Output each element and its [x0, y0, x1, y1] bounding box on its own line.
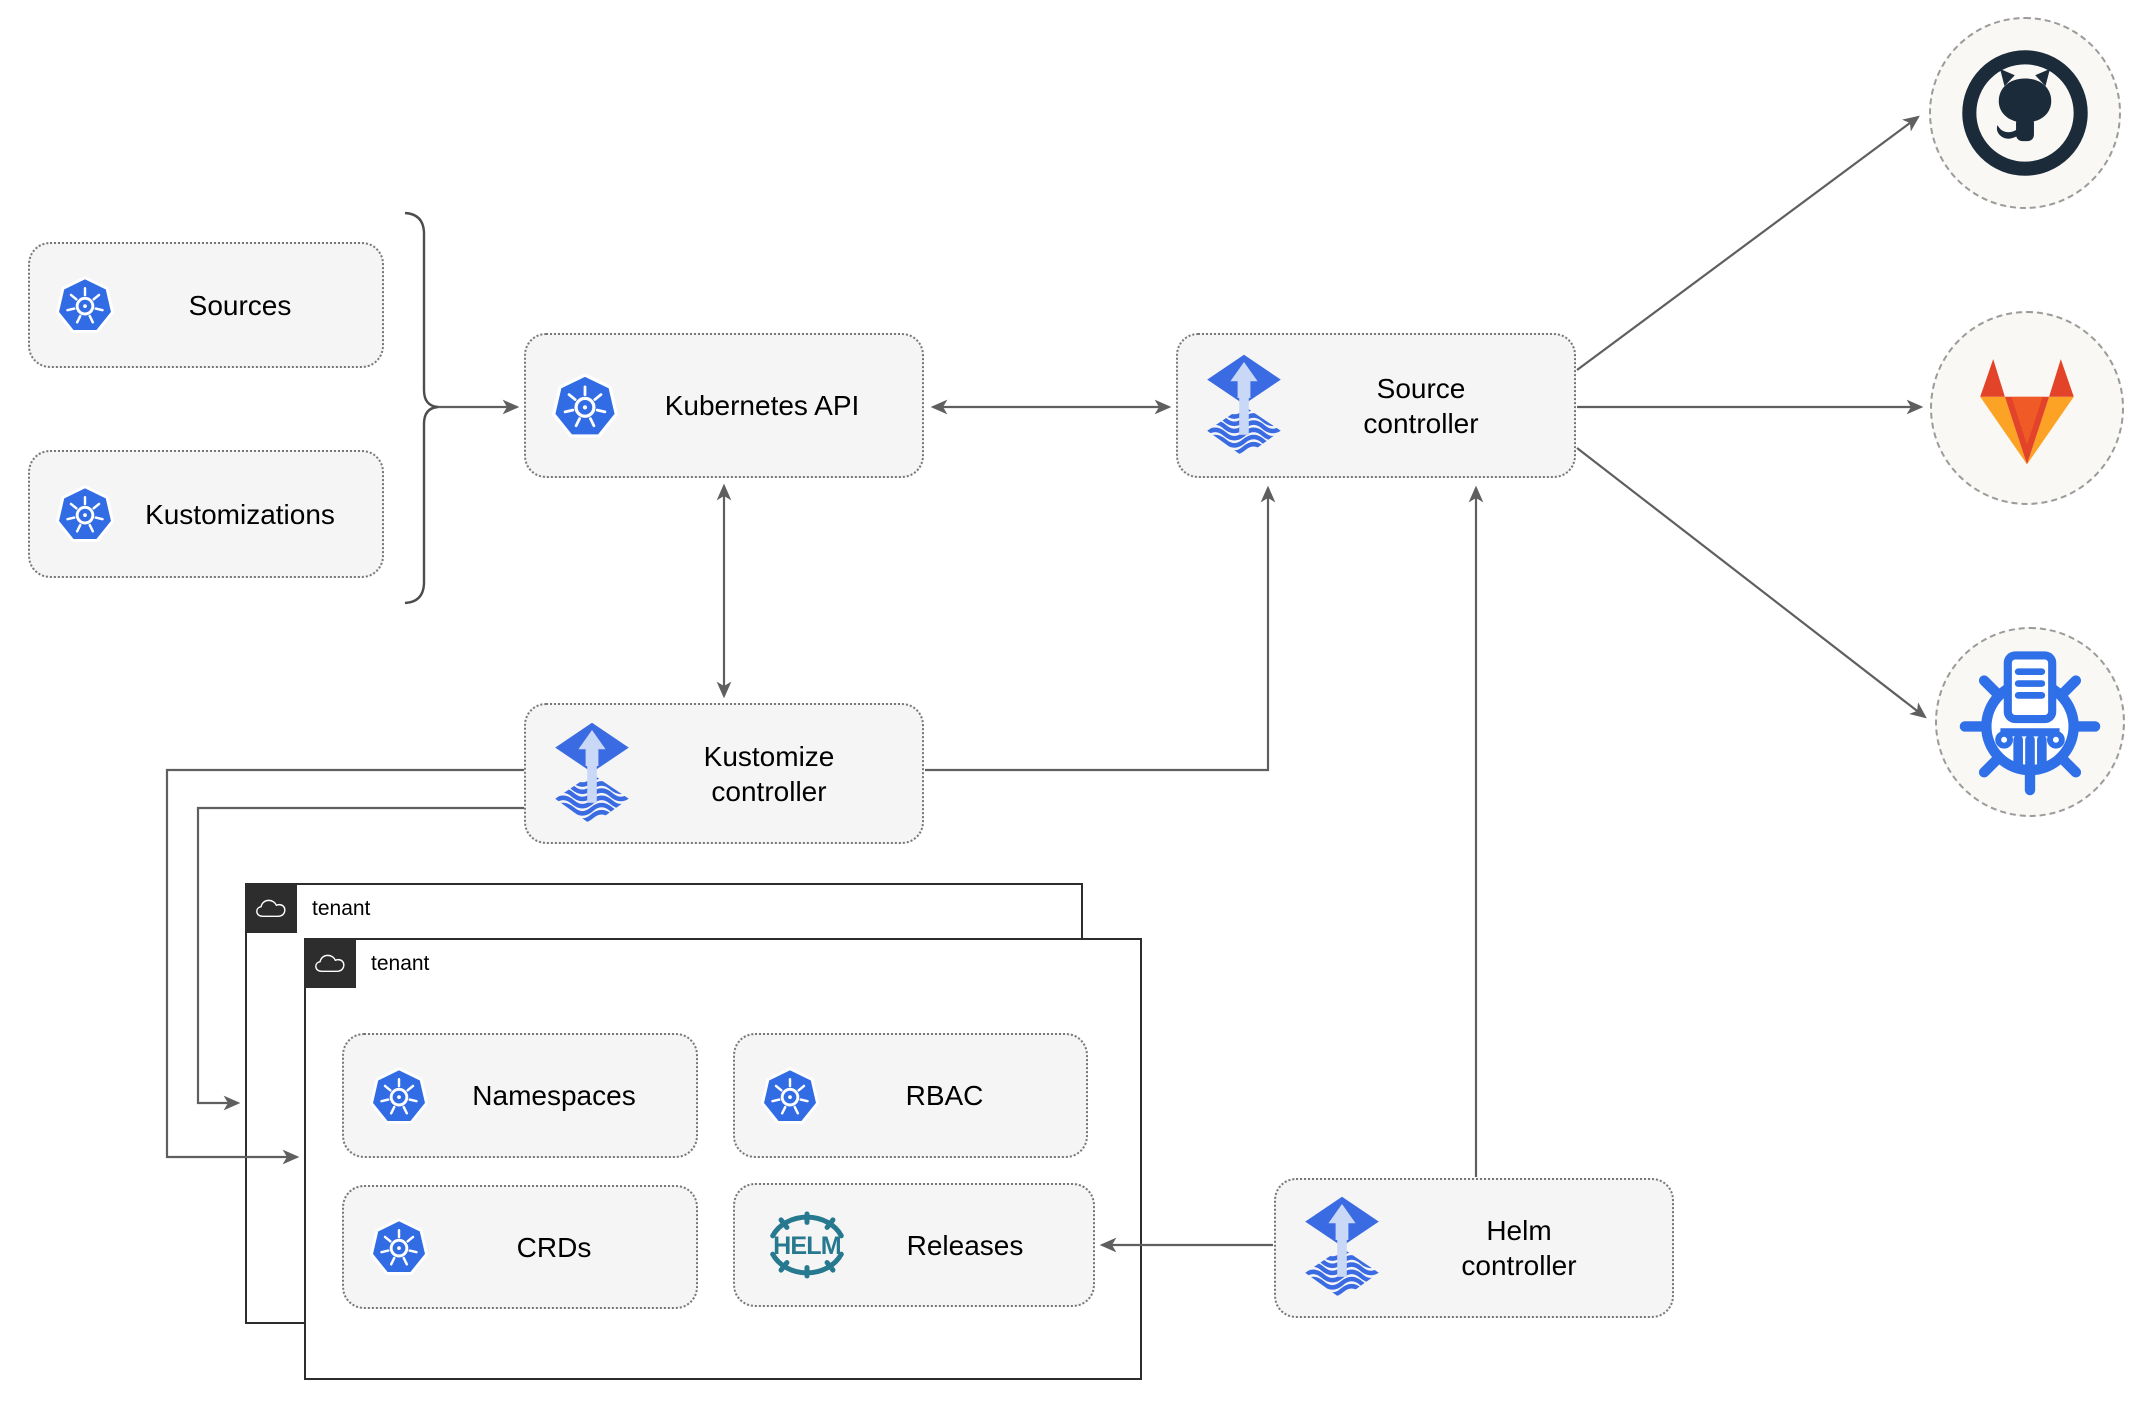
kubernetes-icon: [56, 485, 114, 543]
flux-icon: [1302, 1195, 1382, 1301]
node-kustomizations: Kustomizations: [28, 450, 384, 578]
node-kubernetes-api: Kubernetes API: [524, 333, 924, 478]
node-source-controller: Source controller: [1176, 333, 1576, 478]
tenant-label: tenant: [371, 952, 430, 975]
tenant-label: tenant: [312, 897, 371, 920]
tenant-box-front: tenant: [304, 938, 1142, 1380]
cloud-icon: [304, 938, 356, 988]
kubernetes-icon: [56, 276, 114, 334]
node-label: Releases: [906, 1229, 1024, 1261]
node-kustomize-controller: Kustomize controller: [524, 703, 924, 844]
node-label: RBAC: [905, 1080, 984, 1111]
gitlab-circle: [1930, 311, 2124, 505]
node-label: Helm controller: [1461, 1215, 1577, 1281]
node-sources: Sources: [28, 242, 384, 368]
node-label: Kustomizations: [145, 498, 335, 530]
node-rbac: RBAC: [733, 1033, 1088, 1158]
node-label: CRDs: [516, 1231, 592, 1263]
node-label: Kustomize controller: [703, 740, 835, 807]
node-namespaces: Namespaces: [342, 1033, 698, 1158]
node-label: Source controller: [1363, 372, 1479, 439]
helm-icon: HELM: [770, 1211, 844, 1279]
edge-sourcecontroller-to-github: [1576, 115, 1920, 371]
node-label: Namespaces: [472, 1080, 636, 1111]
node-label: Kubernetes API: [664, 390, 860, 421]
chart-repository-icon: [1956, 648, 2104, 796]
cloud-icon: [254, 896, 288, 921]
cloud-icon: [245, 883, 297, 933]
node-releases: HELM Releases: [733, 1183, 1095, 1307]
brace-connector: [404, 211, 439, 605]
kubernetes-icon: [552, 373, 618, 439]
flux-icon: [1204, 353, 1284, 459]
kubernetes-icon: [370, 1218, 428, 1276]
kubernetes-icon: [761, 1067, 819, 1125]
node-label: Sources: [188, 289, 292, 321]
helm-icon: HELM: [761, 1210, 853, 1280]
kubernetes-icon: [370, 1067, 428, 1125]
cloud-icon: [313, 951, 347, 976]
node-crds: CRDs: [342, 1185, 698, 1309]
node-helm-controller: Helm controller: [1274, 1178, 1674, 1318]
github-circle: [1929, 17, 2121, 209]
gitlab-icon: [1962, 350, 2092, 467]
helm-logo-text: HELM: [773, 1232, 841, 1260]
edge-kustomize-to-sourcecontroller: [925, 485, 1276, 772]
github-icon: [1961, 49, 2089, 177]
flux-icon: [552, 721, 632, 827]
chart-repository-circle: [1935, 627, 2125, 817]
edge-sourcecontroller-to-chartrepo: [1576, 447, 1927, 719]
